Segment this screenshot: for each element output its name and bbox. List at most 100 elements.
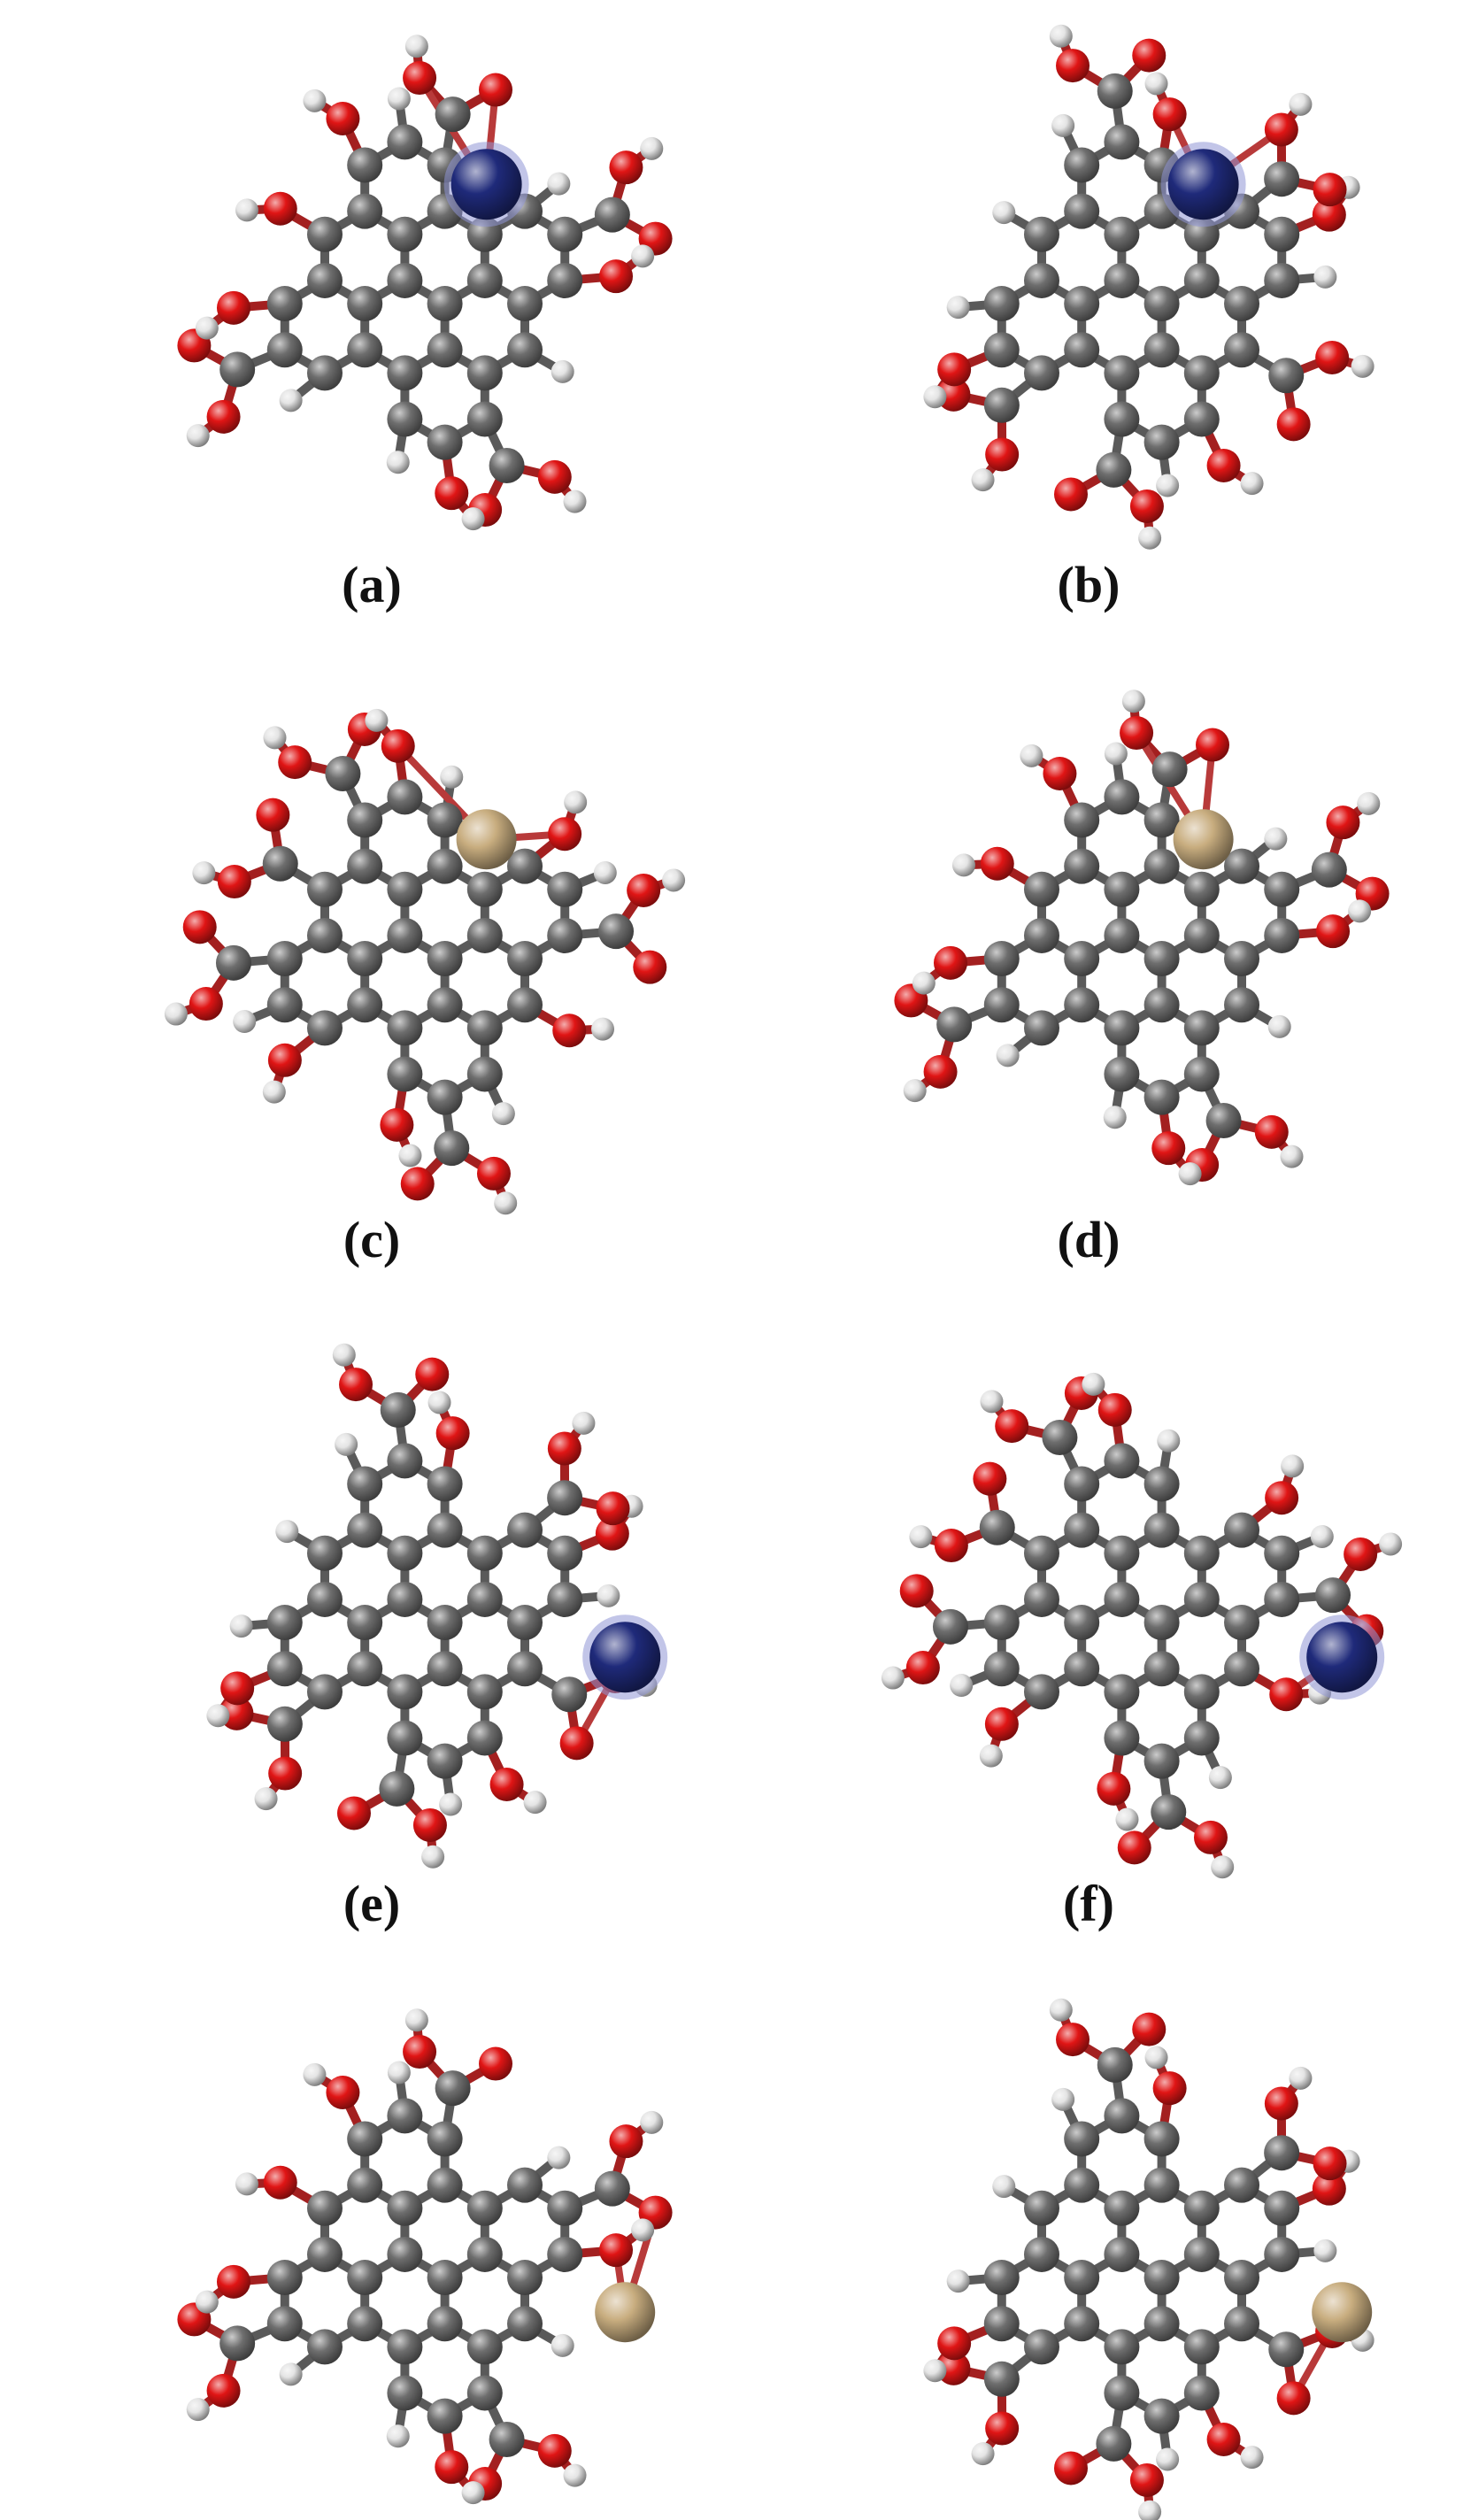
carbon-atom [387,779,423,815]
oxygen-atom [326,102,360,136]
carbon-atom [983,2260,1020,2296]
oxygen-atom [1132,38,1167,73]
carbon-atom [387,917,423,953]
hydrogen-atom [1281,1454,1305,1478]
carbon-atom [347,2260,383,2296]
oxygen-atom [1276,2381,1311,2416]
hydrogen-atom [1208,1766,1232,1790]
carbon-atom [466,262,503,298]
hydrogen-atom [1313,265,1337,289]
oxygen-atom [1254,1114,1289,1149]
carbon-atom [387,262,423,298]
hydrogen-atom [946,296,970,320]
carbon-atom [387,401,423,437]
carbon-atom [1143,1079,1180,1115]
carbon-atom [489,2421,525,2457]
metal-ion-atom [1312,2282,1373,2343]
carbon-atom [1268,358,1305,394]
hydrogen-atom [923,385,947,409]
hydrogen-atom [591,1017,615,1041]
carbon-atom [1104,124,1140,160]
oxygen-atom [217,865,251,899]
hydrogen-atom [1240,2446,1264,2470]
carbon-atom [1064,1651,1100,1687]
carbon-atom [983,2306,1020,2342]
carbon-atom [983,987,1020,1023]
oxygen-atom [980,846,1014,881]
carbon-atom [1023,871,1059,907]
carbon-atom [1097,73,1133,109]
hydrogen-atom [881,1666,905,1690]
oxygen-atom [206,2373,241,2408]
hydrogen-atom [303,2062,327,2086]
hydrogen-atom [254,1787,278,1811]
bonds [189,42,660,524]
carbon-atom [507,1512,543,1548]
hydrogen-atom [440,765,464,789]
atoms [164,708,686,1215]
oxygen-atom [1196,728,1230,762]
oxygen-atom [934,1529,968,1563]
carbon-atom [1104,401,1140,437]
oxygen-atom [1313,2146,1347,2181]
hydrogen-atom [909,1525,933,1549]
oxygen-atom [1264,2086,1298,2121]
oxygen-atom [1120,716,1154,751]
carbon-atom [1064,193,1100,229]
carbon-atom [1264,262,1300,298]
oxygen-atom [1129,2462,1164,2497]
carbon-atom [387,1581,423,1617]
carbon-atom [1042,1420,1078,1456]
oxygen-atom [1344,1537,1378,1571]
carbon-atom [427,2167,463,2203]
hydrogen-atom [597,1584,620,1607]
oxygen-atom [627,873,661,907]
carbon-atom [594,197,630,233]
carbon-atom [380,1391,416,1428]
oxygen-atom [278,745,312,780]
hydrogen-atom [494,1191,518,1215]
carbon-atom [1264,2236,1300,2272]
oxygen-atom [1312,197,1346,232]
carbon-atom [547,2236,583,2272]
oxygen-atom [537,2433,572,2468]
carbon-atom [1224,286,1260,322]
oxygen-atom [995,1409,1029,1444]
carbon-atom [1224,987,1260,1023]
carbon-atom [1064,2167,1100,2203]
oxygen-atom [923,1054,958,1089]
hydrogen-atom [551,2333,574,2357]
carbon-atom [1183,401,1220,437]
panel-label: (b) [1058,556,1120,613]
carbon-atom [1104,2375,1140,2411]
carbon-atom [1143,1466,1180,1502]
oxygen-atom [933,945,967,980]
hydrogen-atom [912,971,936,995]
carbon-atom [1064,2306,1100,2342]
carbon-atom [547,262,583,298]
carbon-atom [1183,1674,1220,1710]
bonds [906,697,1377,1179]
carbon-atom [983,286,1020,322]
hydrogen-atom [195,316,219,340]
carbon-atom [1143,332,1180,368]
hydrogen-atom [1051,2087,1075,2111]
hydrogen-atom [572,1411,596,1435]
carbon-atom [983,941,1020,977]
carbon-atom [427,848,463,884]
carbon-atom [427,1605,463,1641]
oxygen-atom [1265,1481,1299,1515]
carbon-atom [1104,1581,1140,1617]
carbon-atom [1224,941,1260,977]
atoms [894,690,1390,1186]
carbon-atom [466,2236,503,2272]
carbon-atom [1264,1535,1300,1571]
hydrogen-atom [461,507,485,531]
oxygen-atom [1316,914,1351,949]
hydrogen-atom [404,35,428,58]
carbon-atom [1224,848,1260,884]
carbon-atom [387,1010,423,1046]
carbon-atom [347,987,383,1023]
carbon-atom [466,1674,503,1710]
hydrogen-atom [1313,2239,1337,2262]
